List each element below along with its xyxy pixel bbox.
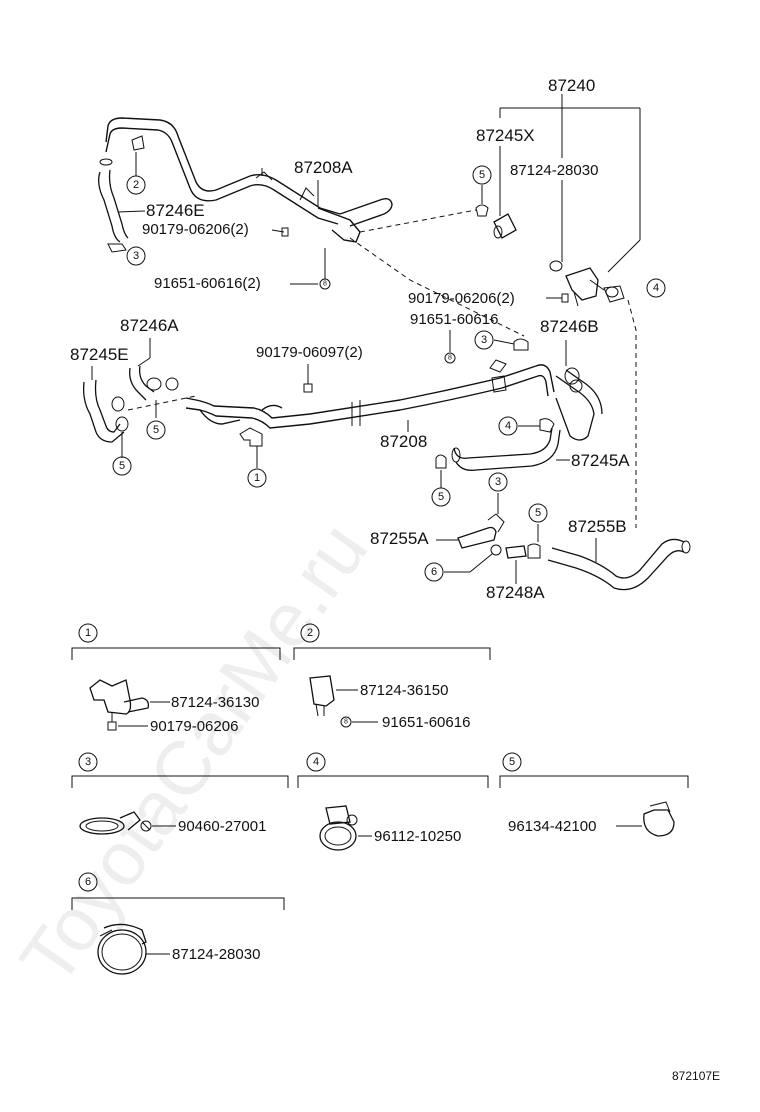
svg-text:6: 6	[431, 566, 437, 578]
label-87208A: 87208A	[294, 158, 353, 177]
svg-text:4: 4	[653, 282, 659, 294]
svg-text:2: 2	[307, 627, 313, 639]
label-87246A: 87246A	[120, 316, 179, 335]
clamp-5-top	[475, 204, 489, 217]
svg-text:1: 1	[85, 627, 91, 639]
svg-text:3: 3	[85, 756, 91, 768]
hose-87255A	[457, 513, 505, 549]
label-87255B: 87255B	[568, 517, 627, 536]
label-91651-60616-2: 91651-60616(2)	[154, 275, 261, 292]
svg-text:8: 8	[344, 719, 348, 726]
leader-dash-3	[627, 299, 637, 528]
leader-dash-1	[359, 209, 477, 233]
clamp-5-mid	[435, 454, 447, 469]
label-90179-06206-2b: 90179-06206(2)	[408, 290, 515, 307]
clamp-4-mid	[539, 418, 555, 433]
svg-text:5: 5	[153, 424, 159, 436]
hose-87248A	[505, 543, 541, 559]
leader-dash-2	[349, 237, 525, 337]
pipe-87208A	[105, 117, 393, 243]
svg-text:5: 5	[438, 491, 444, 503]
label-87255A: 87255A	[370, 529, 429, 548]
label-87240: 87240	[548, 76, 595, 95]
svg-text:3: 3	[481, 334, 487, 346]
detail-4: 4 96112-10250	[297, 752, 489, 851]
svg-text:4: 4	[313, 756, 319, 768]
label-87245E: 87245E	[70, 345, 129, 364]
valve-87240	[549, 260, 625, 307]
hose-87245A	[451, 427, 561, 471]
detail-6-part: 87124-28030	[172, 946, 260, 963]
hose-87246E	[98, 169, 129, 253]
label-87246E: 87246E	[146, 201, 205, 220]
clip-1-main	[239, 427, 263, 447]
svg-text:3: 3	[495, 476, 501, 488]
clamp-6	[490, 544, 502, 556]
detail-6: 6 87124-28030	[71, 872, 285, 975]
detail-1-part-a: 87124-36130	[171, 694, 259, 711]
detail-1: 1 87124-36130 90179-06206	[71, 623, 281, 735]
detail-5-part: 96134-42100	[508, 818, 596, 835]
svg-text:5: 5	[509, 756, 515, 768]
label-87124-28030-top: 87124-28030	[510, 162, 598, 179]
label-90179-06097-2: 90179-06097(2)	[256, 344, 363, 361]
leader-dash-4	[127, 395, 197, 411]
svg-text:5: 5	[479, 169, 485, 181]
hose-87246B	[555, 367, 603, 441]
label-87246B: 87246B	[540, 317, 599, 336]
label-87248A: 87248A	[486, 583, 545, 602]
detail-4-part: 96112-10250	[374, 828, 461, 845]
detail-5: 5 96134-42100	[499, 752, 689, 837]
pipe-87208	[185, 359, 555, 429]
detail-1-part-b: 90179-06206	[150, 718, 238, 735]
watermark: ToyotaCarMe.ru	[4, 508, 384, 1000]
svg-text:6: 6	[85, 876, 91, 888]
hose-87255B	[547, 538, 691, 591]
label-90179-06206-2a: 90179-06206(2)	[142, 221, 249, 238]
svg-text:3: 3	[133, 250, 139, 262]
callouts-main: 2 3 5 4 3 5 5 1 4 5 3 5 6	[112, 165, 666, 582]
detail-2: 2 8 87124-36150 91651-60616	[293, 623, 491, 731]
hose-87245E	[82, 379, 129, 443]
detail-2-part-b: 91651-60616	[382, 714, 470, 731]
label-87245A: 87245A	[571, 451, 630, 470]
hose-87246A	[129, 365, 179, 401]
clamp-3-mid	[513, 338, 529, 351]
svg-text:1: 1	[254, 472, 260, 484]
svg-text:8: 8	[323, 281, 327, 288]
svg-text:8: 8	[448, 355, 452, 362]
svg-text:2: 2	[133, 179, 139, 191]
figure-id: 872107E	[672, 1069, 720, 1083]
label-87208: 87208	[380, 432, 427, 451]
svg-text:5: 5	[119, 460, 125, 472]
label-87245X: 87245X	[476, 126, 535, 145]
hose-87245X	[493, 213, 517, 239]
clip-2-upper	[131, 135, 145, 151]
label-91651-60616-b: 91651-60616	[410, 311, 498, 328]
detail-3-part: 90460-27001	[178, 818, 266, 835]
detail-2-part-a: 87124-36150	[360, 682, 448, 699]
svg-text:4: 4	[505, 420, 511, 432]
assembly-87240-bracket	[499, 94, 641, 273]
svg-text:5: 5	[535, 507, 541, 519]
detail-3: 3 90460-27001	[71, 752, 289, 835]
